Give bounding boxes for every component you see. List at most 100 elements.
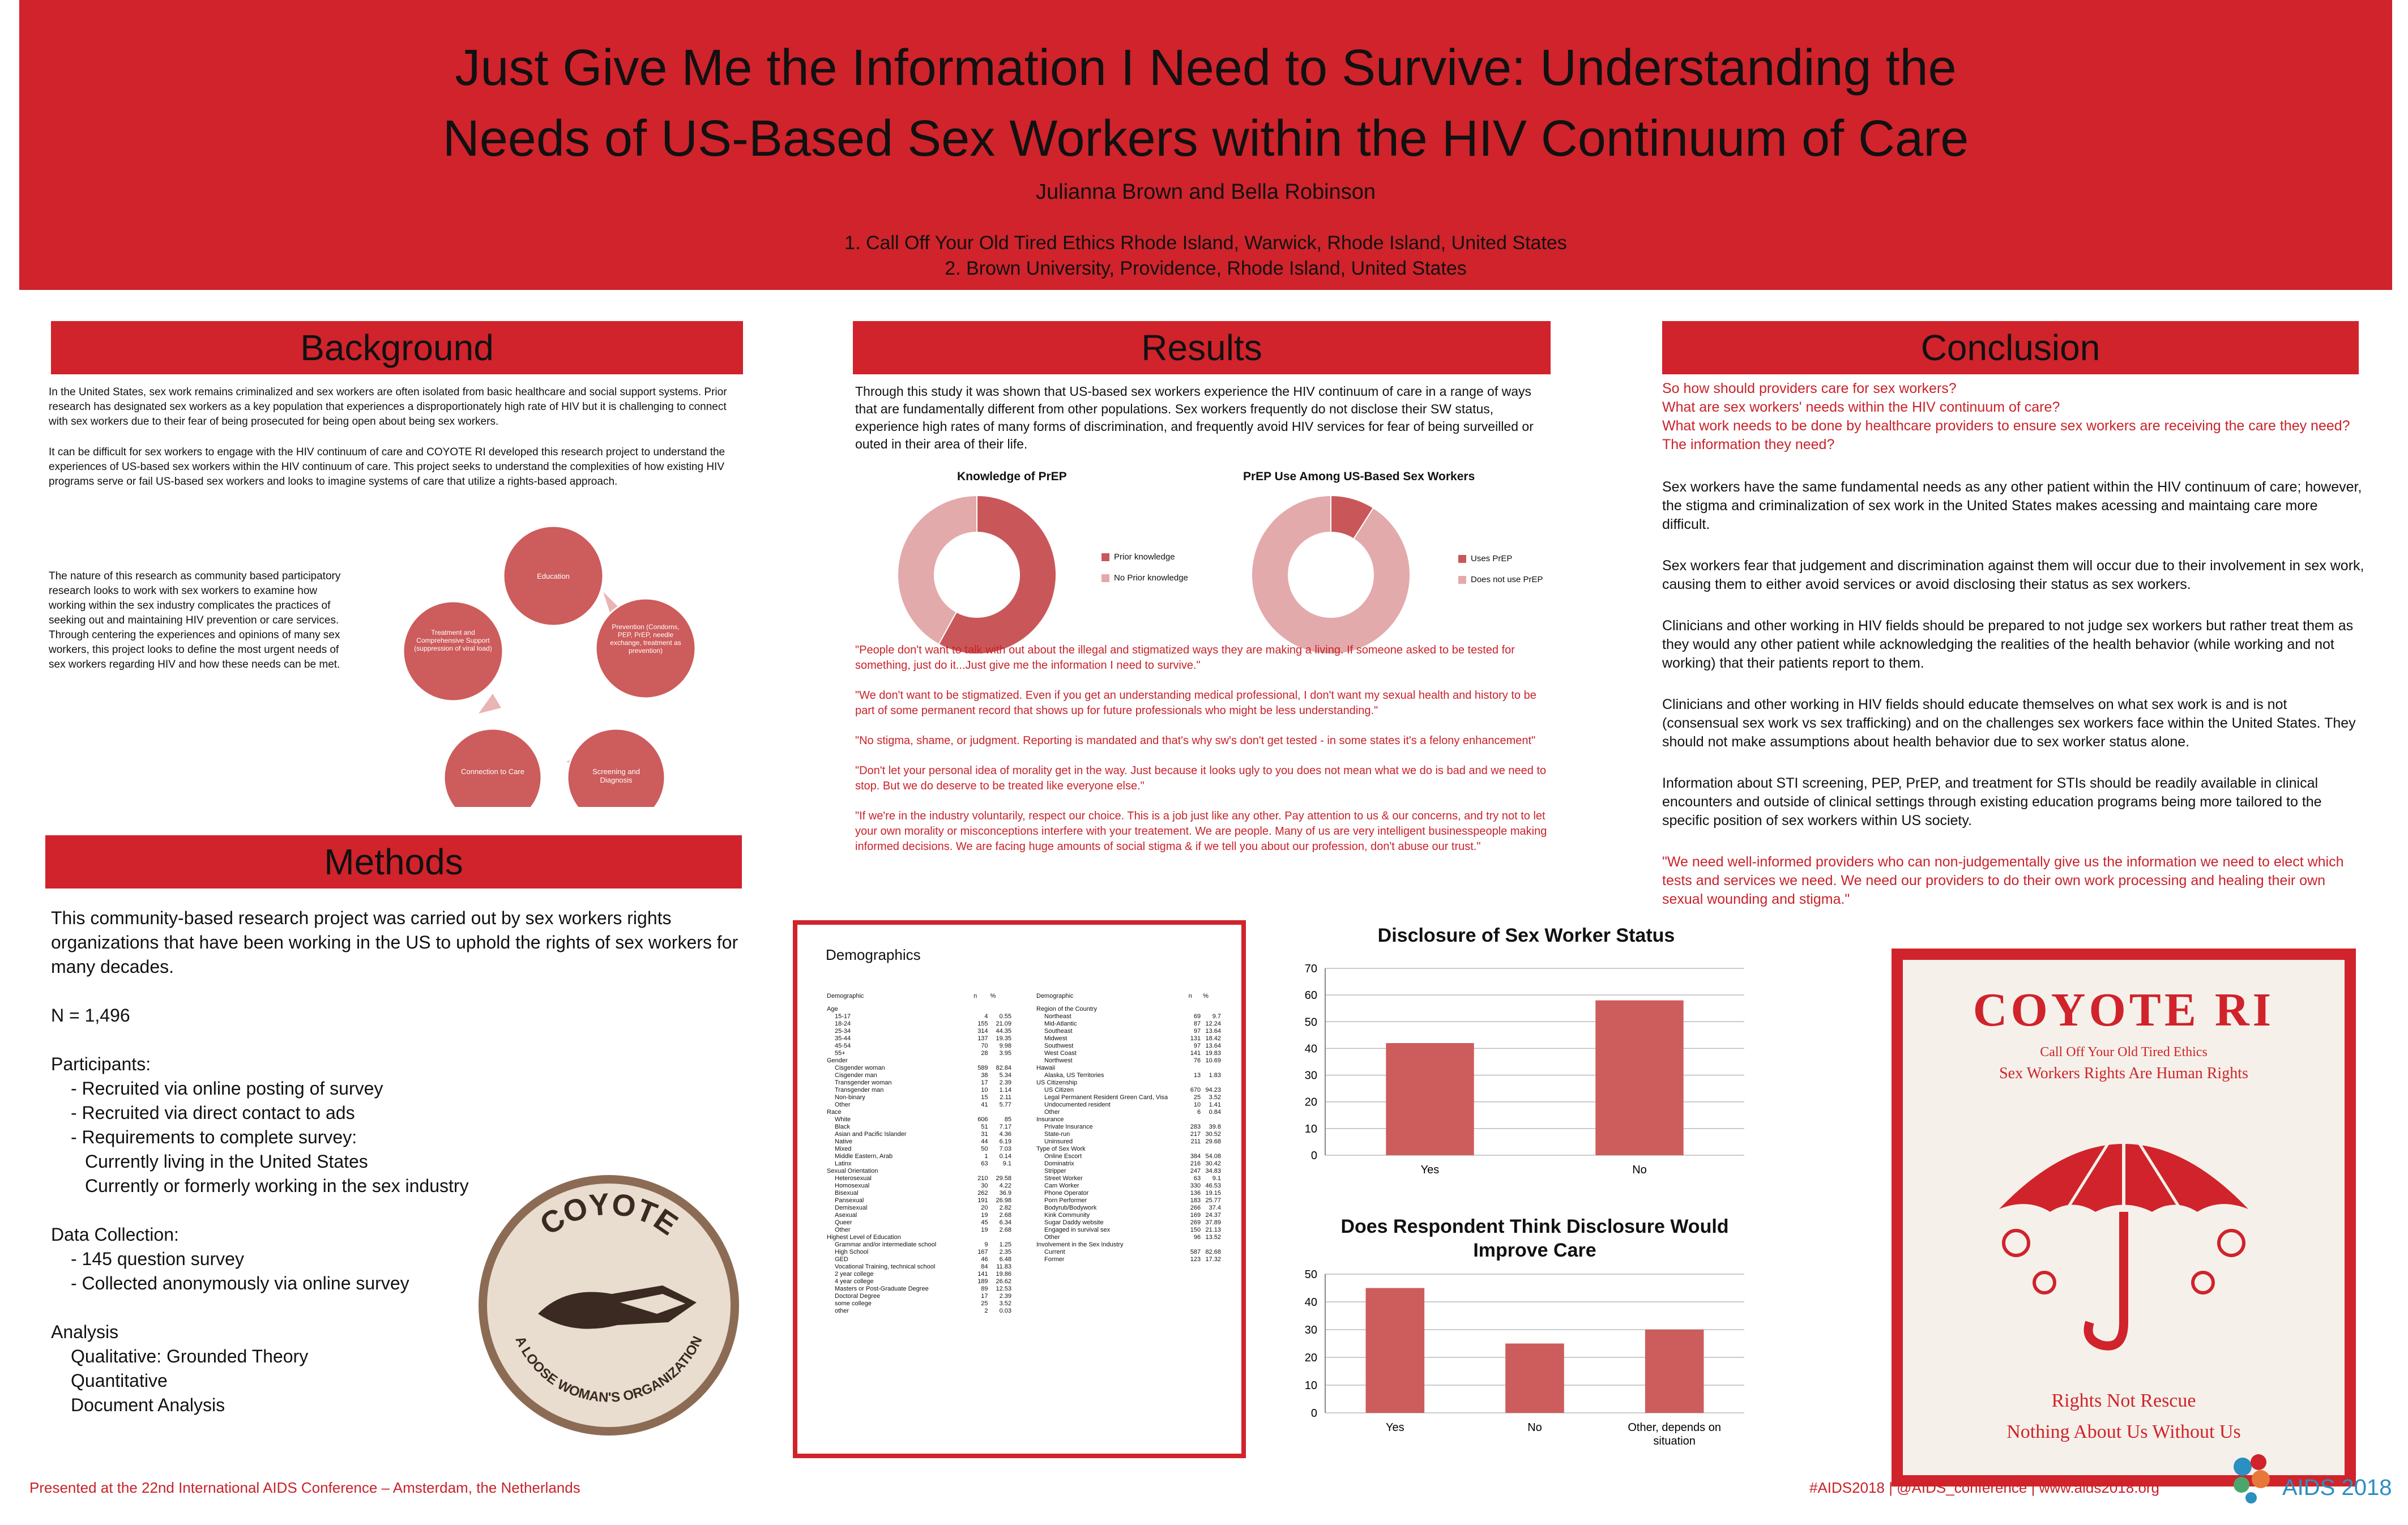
bar2-ytick-label: 20	[1305, 1352, 1317, 1364]
bar1-category-label: Yes	[1421, 1164, 1440, 1176]
list-item: - Recruited via direct contact to ads	[71, 1103, 355, 1123]
pie1-slice-1	[897, 494, 977, 646]
continuum-cycle-diagram: Education Prevention (Condoms, PEP, PrEP…	[402, 525, 697, 807]
table-cell: 216	[1190, 1160, 1201, 1167]
table-cell: 34.83	[1205, 1168, 1221, 1174]
table-cell: Grammar and/or intermediate school	[835, 1241, 937, 1248]
table-cell: 44.35	[996, 1028, 1011, 1035]
table-cell: 20	[981, 1204, 988, 1211]
table-cell: Stripper	[1044, 1168, 1066, 1174]
table-cell: Sexual Orientation	[827, 1168, 878, 1174]
pie2-legend-item: Uses PrEP	[1458, 554, 1543, 563]
table-cell: 167	[977, 1249, 988, 1255]
table-cell: 13.52	[1205, 1234, 1221, 1241]
bar1-bar-0	[1386, 1043, 1474, 1155]
table-cell: 211	[1190, 1138, 1201, 1145]
table-cell: 35-44	[835, 1035, 851, 1042]
column-header: Demographic	[1036, 993, 1074, 999]
table-cell	[972, 1006, 989, 1013]
table-cell: Hawaii	[1036, 1065, 1056, 1071]
table-cell: 7.03	[999, 1146, 1011, 1152]
bar1-bar-1	[1595, 1000, 1684, 1155]
table-cell: 19	[981, 1212, 988, 1219]
table-cell	[972, 1168, 989, 1175]
table-cell: 25	[1193, 1094, 1201, 1101]
table-cell: US Citizenship	[1036, 1079, 1078, 1086]
footer-right: #AIDS2018 | @AIDS_conference | www.aids2…	[1809, 1479, 2160, 1496]
table-cell: 131	[1190, 1035, 1201, 1042]
bar2-ytick-label: 10	[1305, 1379, 1317, 1392]
table-cell: Dominatrix	[1044, 1160, 1074, 1167]
table-cell: Heterosexual	[835, 1175, 872, 1182]
table-cell: 136	[1190, 1190, 1201, 1197]
table-cell	[989, 1057, 1013, 1065]
pie1-legend: Prior knowledge No Prior knowledge	[1101, 552, 1188, 583]
conclusion-question: What are sex workers' needs within the H…	[1662, 399, 2060, 415]
bar1-ytick-label: 0	[1311, 1150, 1317, 1162]
table-cell: 4	[984, 1013, 988, 1020]
table-cell: 330	[1190, 1182, 1201, 1189]
table-cell: 46	[981, 1256, 988, 1263]
table-cell: 4.22	[999, 1182, 1011, 1189]
table-row: Type of Sex Work	[1035, 1146, 1222, 1153]
column-header: Demographic	[827, 993, 864, 999]
conclusion-text: So how should providers care for sex wor…	[1662, 379, 2364, 932]
data-collection-list: - 145 question survey - Collected anonym…	[51, 1247, 742, 1296]
legend-label: Does not use PrEP	[1471, 575, 1543, 584]
legend-swatch	[1458, 576, 1466, 584]
table-cell: 7.17	[999, 1124, 1011, 1130]
bar2-category-label: Yes	[1386, 1421, 1404, 1434]
table-cell	[1202, 1079, 1222, 1087]
table-cell: 262	[977, 1190, 988, 1197]
table-cell: 10.69	[1205, 1057, 1221, 1064]
background-heading: Background	[51, 321, 743, 374]
table-cell: 45	[981, 1219, 988, 1226]
table-row: Region of the Country	[1035, 1006, 1222, 1013]
quote: "We don't want to be stigmatized. Even i…	[855, 689, 1536, 717]
table-cell	[1188, 1079, 1202, 1087]
table-cell: 217	[1190, 1131, 1201, 1138]
list-item: Currently or formerly working in the sex…	[85, 1176, 469, 1196]
table-cell: 6	[1197, 1109, 1201, 1116]
coyote-ri-logo: COYOTE RI Call Off Your Old Tired Ethics…	[1892, 949, 2356, 1486]
table-cell: 18-24	[835, 1020, 851, 1027]
table-cell: Other	[1044, 1234, 1060, 1241]
table-cell: 15-17	[835, 1013, 851, 1020]
bar1-ytick-label: 20	[1305, 1096, 1317, 1109]
table-cell: Engaged in survival sex	[1044, 1227, 1111, 1233]
table-cell: 38	[981, 1072, 988, 1079]
table-cell: 96	[1193, 1234, 1201, 1241]
bar2-category-label: situation	[1653, 1435, 1696, 1447]
table-cell: Phone Operator	[1044, 1190, 1089, 1197]
cycle-arrow	[479, 694, 501, 714]
table-cell: Legal Permanent Resident Green Card, Vis…	[1044, 1094, 1168, 1101]
table-cell: Mid-Atlantic	[1044, 1020, 1077, 1027]
table-cell: 2 year college	[835, 1271, 874, 1278]
cycle-node-screening	[566, 728, 666, 807]
table-cell: 76	[1193, 1057, 1201, 1064]
table-cell: 141	[977, 1271, 988, 1278]
table-cell: West Coast	[1044, 1050, 1077, 1057]
list-item: - Collected anonymously via online surve…	[71, 1273, 409, 1293]
table-cell: Race	[827, 1109, 842, 1116]
table-cell	[989, 1168, 1013, 1175]
table-row: Legal Permanent Resident Green Card, Vis…	[1035, 1094, 1222, 1101]
background-text: In the United States, sex work remains c…	[49, 385, 745, 512]
table-row: Involvement in the Sex Industry	[1035, 1241, 1222, 1249]
table-cell: 45-54	[835, 1043, 851, 1049]
list-item: Document Analysis	[71, 1395, 225, 1415]
legend-label: Prior knowledge	[1114, 552, 1175, 562]
